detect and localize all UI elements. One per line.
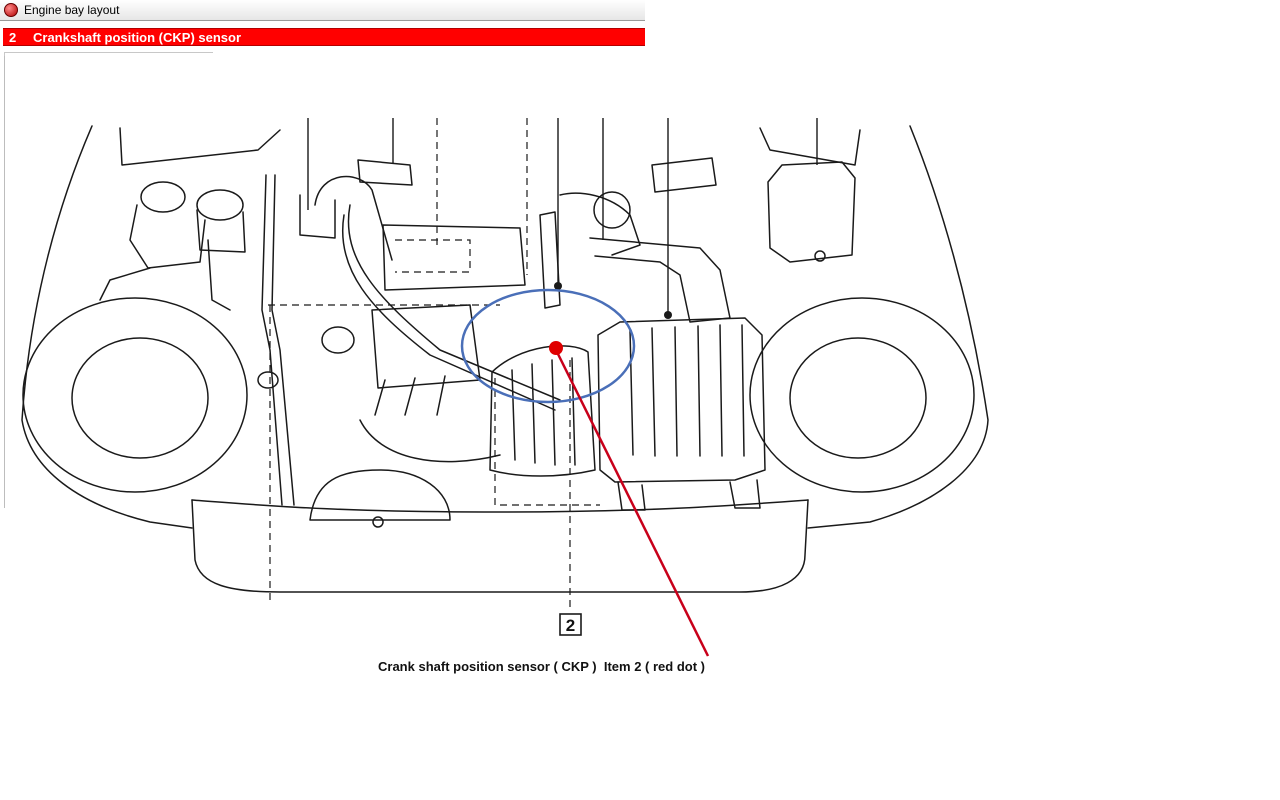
selected-item-name: Crankshaft position (CKP) sensor xyxy=(33,29,242,45)
callout-dot xyxy=(554,282,562,290)
panel-frame xyxy=(4,56,5,508)
car-body-outline xyxy=(21,125,989,593)
left-hoses xyxy=(261,159,561,506)
selected-item-number: 2 xyxy=(9,29,17,45)
callout-dot xyxy=(664,311,672,319)
left-headlight xyxy=(22,297,248,493)
window-titlebar: Engine bay layout xyxy=(0,0,645,21)
lower-air-duct xyxy=(309,469,451,528)
battery-box xyxy=(767,161,856,263)
right-headlight xyxy=(749,297,975,493)
air-filter-box xyxy=(597,317,766,511)
highlight-circle xyxy=(460,288,636,404)
ignition-coil-area xyxy=(257,304,501,463)
annotation-caption: Crank shaft position sensor ( CKP ) Item… xyxy=(378,659,705,674)
panel-tab xyxy=(4,52,213,57)
selected-item-bar[interactable]: 2 Crankshaft position (CKP) sensor xyxy=(3,28,645,46)
app-icon xyxy=(4,3,18,17)
timing-cover xyxy=(489,345,596,477)
window-title: Engine bay layout xyxy=(24,3,120,17)
item-callout-number: 2 xyxy=(566,616,575,635)
sensor-red-dot xyxy=(549,341,563,355)
item-callout-box: 2 xyxy=(559,613,582,636)
callout-leader-lines xyxy=(307,118,818,315)
reference-dashed-lines xyxy=(268,118,600,612)
pointer-line xyxy=(555,351,710,657)
reservoirs xyxy=(99,181,246,311)
